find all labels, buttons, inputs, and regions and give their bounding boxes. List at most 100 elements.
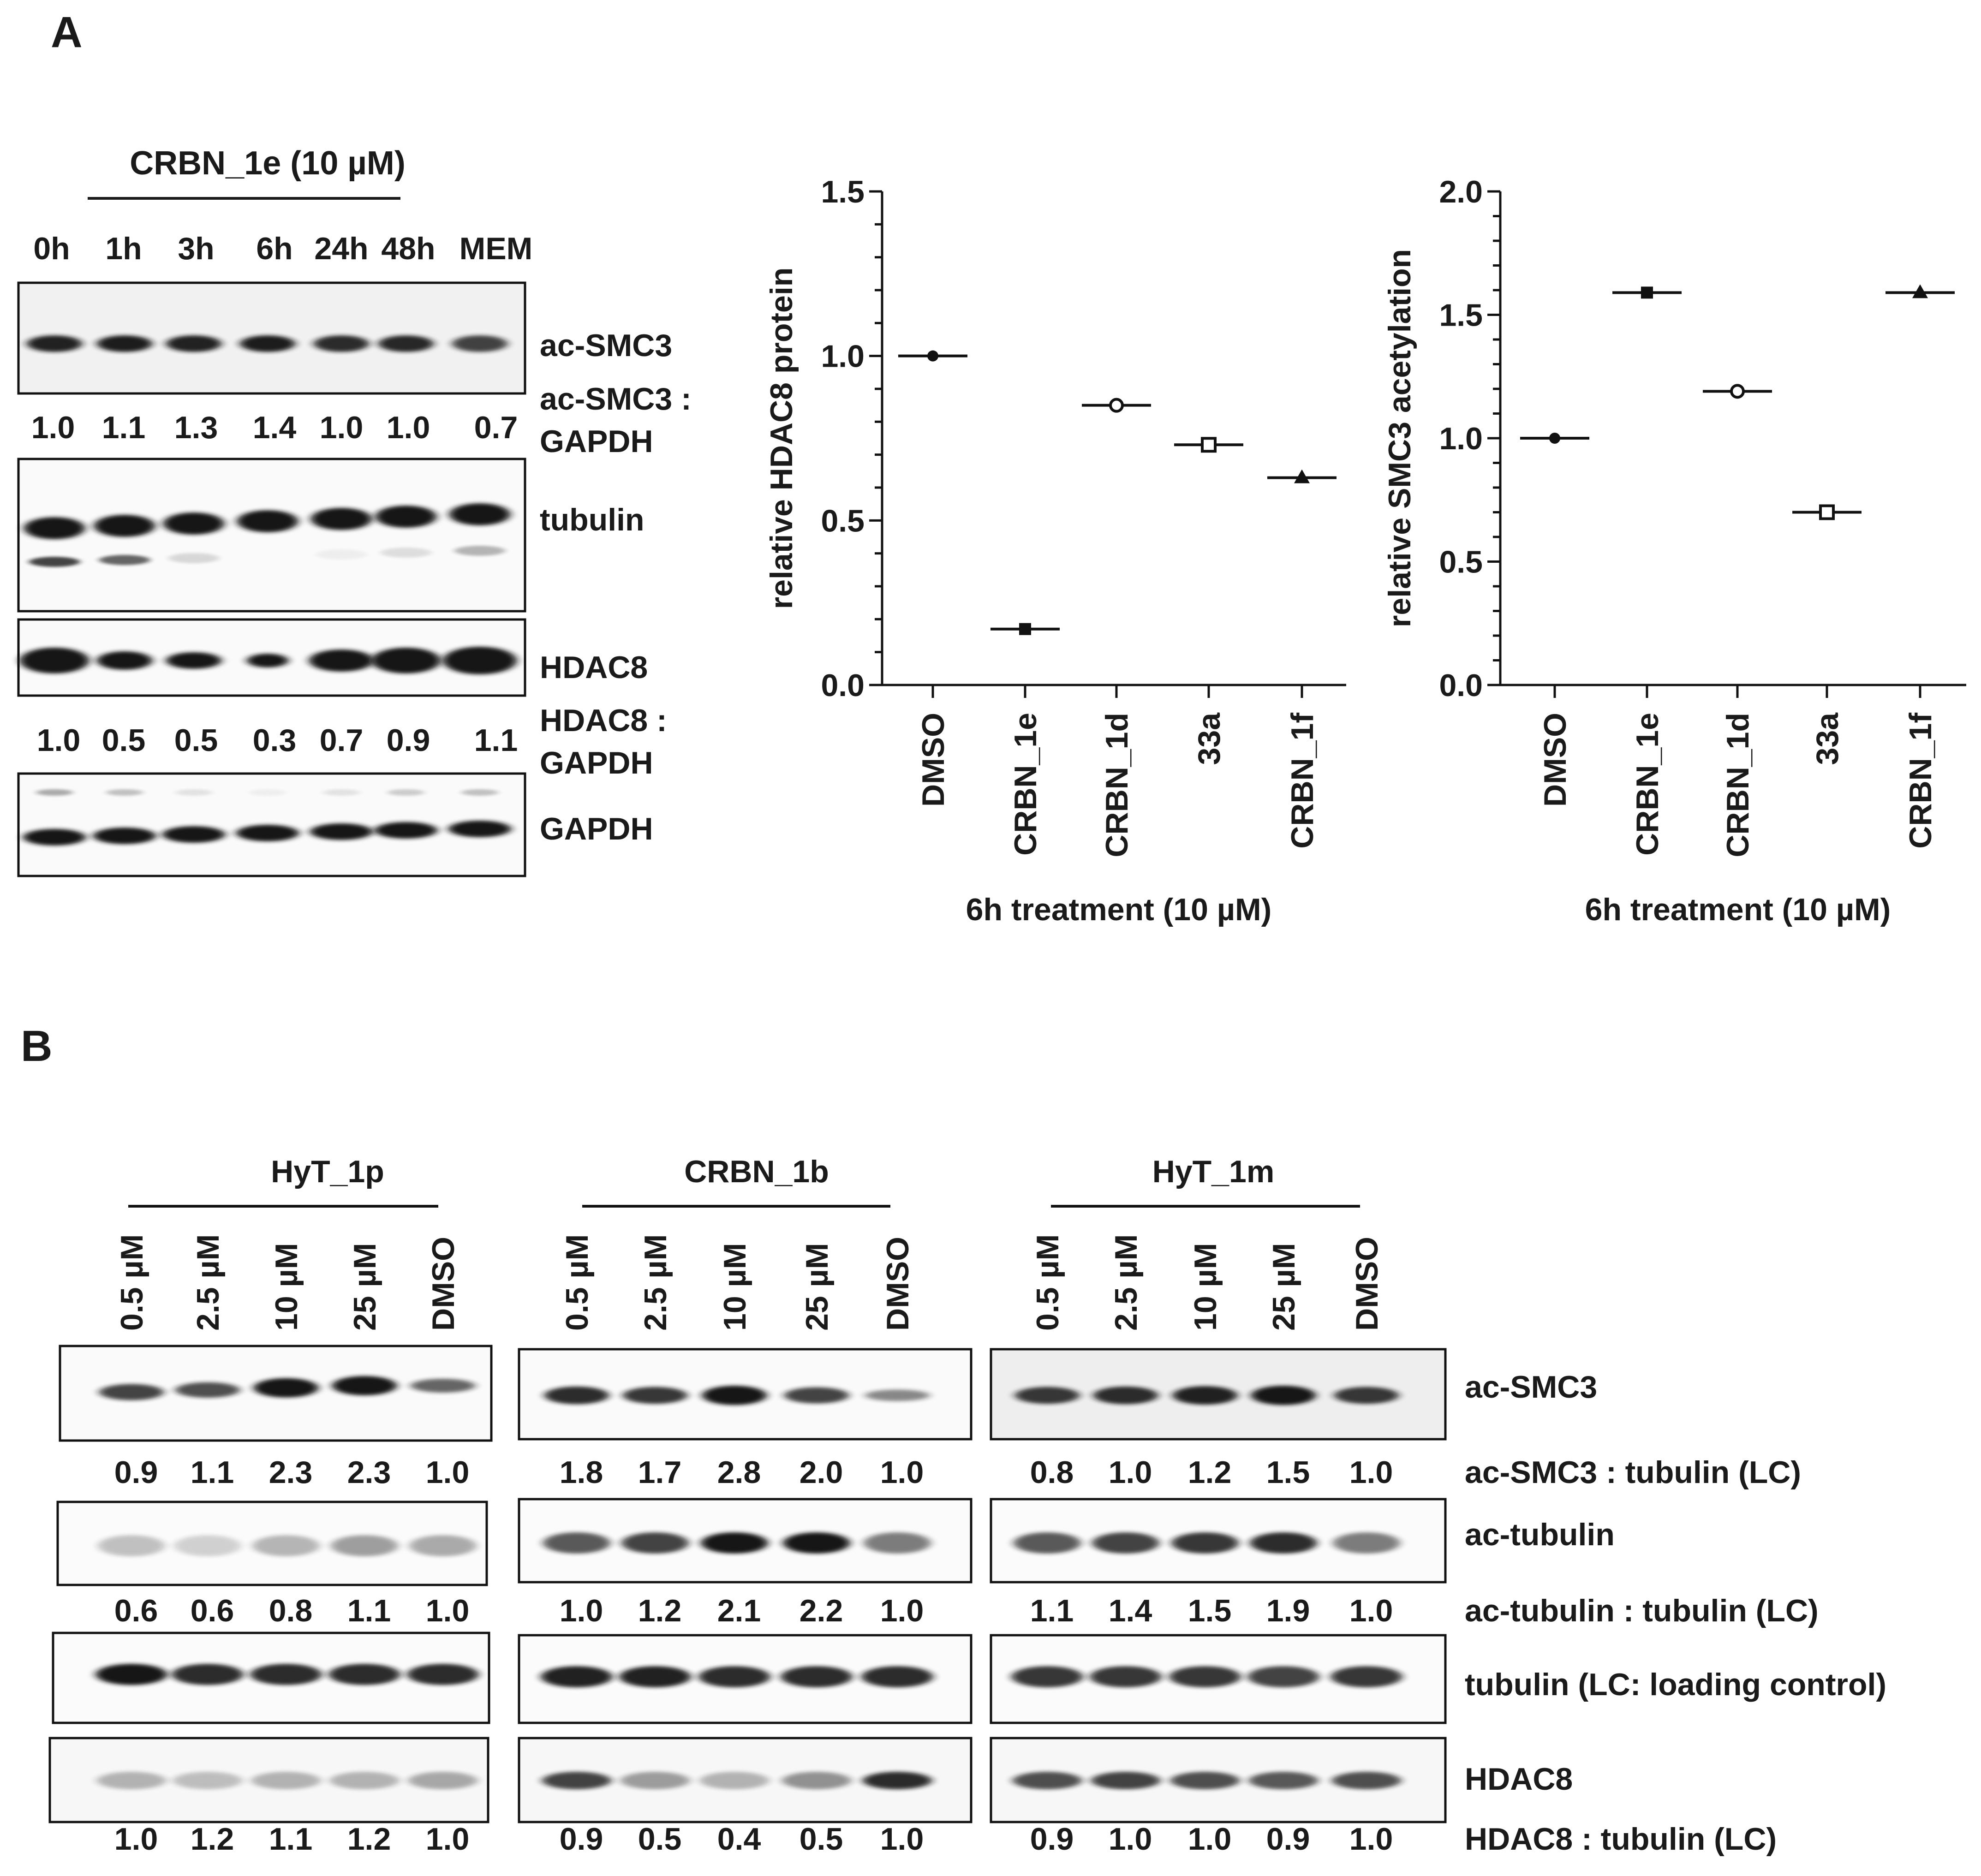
lane-label: 10 µM	[269, 1243, 304, 1331]
ratio-value: 1.2	[638, 1593, 682, 1628]
ratio-value: 1.2	[347, 1822, 391, 1857]
band-tubulin-lower	[454, 546, 505, 556]
band-tubulin-lower	[29, 557, 80, 567]
band-ac-smc3	[865, 1389, 930, 1401]
band-ac-smc3	[240, 335, 295, 352]
band-ac-smc3	[702, 1386, 767, 1405]
x-axis-label: 6h treatment (10 µM)	[966, 892, 1272, 927]
band-gapdh-faint	[36, 789, 73, 796]
band-ac-smc3	[1334, 1387, 1399, 1404]
band-ac-smc3	[175, 1382, 240, 1398]
x-category-label: CRBN_1e	[1630, 713, 1665, 856]
band-hdac8	[443, 647, 517, 674]
data-point	[1294, 469, 1310, 483]
ratio-value: 1.0	[1349, 1593, 1393, 1628]
band-hdac8	[20, 648, 89, 673]
band-tubulin	[1331, 1666, 1402, 1687]
x-category-label: 33a	[1810, 712, 1845, 765]
band-tubulin	[163, 512, 224, 535]
band-ac-smc3	[314, 335, 369, 352]
ratio-value: 2.2	[800, 1593, 843, 1628]
band-ac-smc3	[1093, 1386, 1158, 1405]
band-ac-tubulin	[543, 1532, 610, 1554]
row-label-b-ac-smc3-ratio: ac-SMC3 : tubulin (LC)	[1465, 1455, 1801, 1490]
lane-label: 48h	[381, 231, 435, 266]
ratio-value: 2.1	[717, 1593, 761, 1628]
ratio-value: 1.0	[1349, 1822, 1393, 1857]
lane-label: 10 µM	[717, 1243, 752, 1331]
band-gapdh	[23, 829, 86, 846]
x-category-label: DMSO	[1538, 713, 1573, 807]
row-label-ac-smc3: ac-SMC3	[540, 328, 672, 363]
band-ac-smc3	[166, 335, 221, 352]
band-gapdh	[93, 828, 156, 844]
lane-label: 25 µM	[800, 1243, 835, 1331]
y-axis-label: relative HDAC8 protein	[764, 268, 799, 609]
band-ac-tubulin	[98, 1535, 165, 1556]
band-hdac8	[371, 648, 441, 673]
band-ac-tubulin	[1092, 1532, 1159, 1554]
ratio-value: 0.9	[114, 1455, 158, 1490]
band-ac-tubulin	[174, 1535, 241, 1556]
band-hdac8	[251, 1772, 321, 1789]
ratio-value: 0.9	[1266, 1822, 1310, 1857]
band-ac-smc3	[254, 1378, 318, 1398]
y-tick-label: 1.5	[821, 174, 865, 209]
band-tubulin	[376, 506, 436, 528]
blot-treatment-header: CRBN_1e (10 µM)	[130, 145, 406, 182]
band-hdac8	[782, 1772, 851, 1789]
data-point	[1912, 284, 1928, 298]
lane-label: DMSO	[1349, 1237, 1384, 1331]
band-hdac8	[542, 1772, 611, 1789]
row-label-b-ac-smc3: ac-SMC3	[1465, 1370, 1597, 1405]
lane-label: DMSO	[426, 1237, 461, 1331]
ratio-value: 1.0	[1109, 1455, 1152, 1490]
ratio-value: 0.6	[114, 1593, 158, 1628]
band-hdac8	[97, 651, 152, 670]
band-ac-tubulin	[783, 1532, 850, 1554]
ratio-value: 0.9	[1030, 1822, 1074, 1857]
band-gapdh-faint	[323, 789, 360, 796]
band-hdac8	[1332, 1772, 1401, 1789]
band-ac-smc3	[1015, 1387, 1080, 1404]
band-ac-tubulin	[864, 1532, 931, 1554]
band-hdac8	[166, 652, 221, 669]
band-gapdh-faint	[461, 789, 498, 796]
ratio-value: 0.5	[174, 723, 218, 758]
ratio-value: 0.9	[387, 723, 430, 758]
ratio-value: 1.1	[347, 1593, 391, 1628]
ratio-value: 1.9	[1266, 1593, 1310, 1628]
row-label-b-hdac8-ratio: HDAC8 : tubulin (LC)	[1465, 1822, 1777, 1857]
ratio-value: 1.0	[426, 1455, 470, 1490]
band-hdac8	[621, 1772, 690, 1789]
x-axis-label: 6h treatment (10 µM)	[1585, 892, 1891, 927]
ratio-value: 1.0	[387, 410, 430, 445]
lane-label: 0h	[33, 231, 70, 266]
lane-label: 25 µM	[347, 1243, 382, 1331]
group-header: CRBN_1b	[684, 1154, 829, 1189]
ratio-value: 1.1	[191, 1455, 234, 1490]
band-hdac8	[330, 1772, 399, 1789]
ratio-label-hdac8-line1: HDAC8 :	[540, 703, 667, 738]
data-point	[1641, 286, 1653, 299]
band-gapdh	[236, 825, 299, 841]
band-ac-tubulin	[1171, 1532, 1239, 1554]
band-gapdh	[310, 823, 373, 840]
x-category-label: CRBN_1f	[1285, 713, 1320, 849]
band-tubulin	[95, 1664, 167, 1685]
band-tubulin-lower	[316, 549, 367, 560]
y-tick-label: 1.5	[1439, 298, 1483, 333]
band-hdac8	[863, 1772, 932, 1789]
band-gapdh-faint	[249, 789, 286, 796]
ratio-value: 0.5	[102, 723, 146, 758]
row-label-tubulin: tubulin	[540, 502, 644, 537]
group-header: HyT_1m	[1152, 1154, 1275, 1189]
band-ac-smc3	[97, 335, 152, 352]
y-tick-label: 1.0	[1439, 421, 1483, 456]
band-ac-tubulin	[1014, 1532, 1081, 1554]
